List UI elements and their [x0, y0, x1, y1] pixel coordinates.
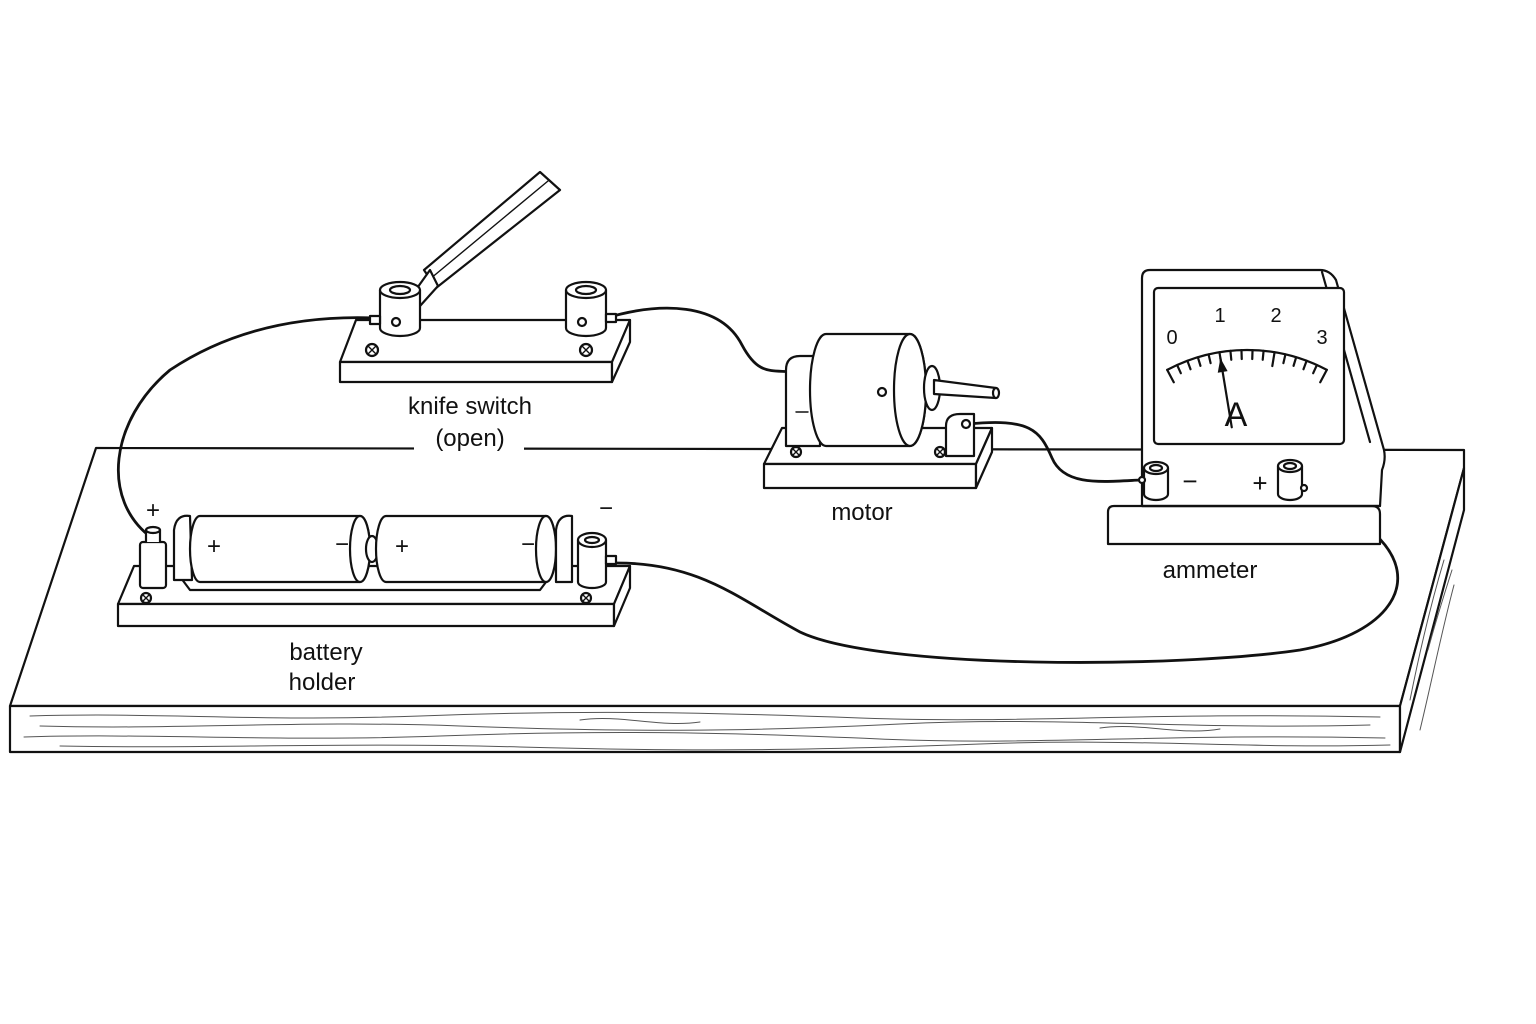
wire-battery-to-switch [117, 316, 378, 540]
scale-minor-tick [1312, 363, 1318, 375]
scale-major-tick [1166, 368, 1175, 384]
scale-minor-tick [1207, 353, 1212, 365]
battery-terminal-positive[interactable] [138, 525, 168, 590]
scale-minor-tick [1229, 349, 1233, 361]
scale-minor-tick [1261, 349, 1265, 361]
cell-1-positive-sign: + [207, 533, 221, 560]
scale-minor-tick [1176, 363, 1182, 375]
battery-terminal-negative[interactable] [576, 531, 618, 590]
switch-state-label: (open) [435, 425, 504, 452]
scale-minor-tick [1302, 359, 1308, 371]
wire-switch-to-motor [604, 306, 794, 374]
ammeter-needle [1217, 357, 1233, 429]
battery-positive-sign: + [146, 497, 160, 524]
battery-cell-1 [188, 514, 380, 584]
ammeter-terminal-positive[interactable] [1276, 458, 1309, 502]
cell-2-negative-sign: − [521, 531, 535, 558]
battery-holder-label-line1: battery [289, 639, 362, 666]
scale-label-3: 3 [1316, 327, 1327, 349]
ammeter-positive-sign: + [1252, 468, 1267, 498]
cell-2-positive-sign: + [395, 533, 409, 560]
scale-arc [1166, 348, 1328, 371]
wood-grain [23, 559, 1455, 751]
knife-switch[interactable]: knife switch (open) [338, 170, 632, 452]
scale-label-1: 1 [1214, 305, 1225, 327]
wire-motor-to-ammeter [966, 421, 1142, 483]
scale-minor-tick [1282, 353, 1287, 365]
ammeter-label: ammeter [1163, 557, 1258, 584]
switch-terminal-right[interactable] [564, 280, 618, 338]
scale-major-tick [1319, 368, 1328, 384]
scale-label-2: 2 [1270, 305, 1281, 327]
ammeter-dial [1152, 286, 1346, 446]
battery-negative-sign: − [599, 495, 613, 522]
motor-label: motor [831, 499, 892, 526]
knife-switch-label: knife switch [408, 393, 532, 420]
wire-battery-to-ammeter [612, 488, 1400, 664]
switch-blade[interactable] [408, 170, 562, 308]
ammeter-terminal-negative[interactable] [1137, 460, 1170, 502]
scale-minor-tick [1292, 356, 1298, 367]
scale-minor-tick [1196, 356, 1202, 367]
needle-arrowhead [1217, 358, 1228, 373]
battery-holder[interactable]: + + − + − − battery holder [116, 495, 632, 696]
ammeter-negative-sign: − [1182, 466, 1197, 496]
scale-minor-tick [1186, 359, 1192, 371]
ammeter-unit-symbol: A [1225, 396, 1248, 434]
wires [117, 306, 1400, 664]
motor[interactable]: motor [762, 332, 1001, 526]
ammeter[interactable]: 0 1 2 3 A − + ammeter [1106, 268, 1386, 584]
scale-label-0: 0 [1166, 327, 1177, 349]
switch-terminal-left[interactable] [368, 280, 422, 338]
battery-cell-2 [374, 514, 558, 584]
cell-1-negative-sign: − [335, 531, 349, 558]
wooden-board [8, 440, 1466, 754]
scale-major-tick [1271, 351, 1276, 368]
ammeter-scale [1166, 348, 1328, 384]
screw-icon [364, 342, 594, 358]
battery-holder-label-line2: holder [289, 669, 356, 696]
